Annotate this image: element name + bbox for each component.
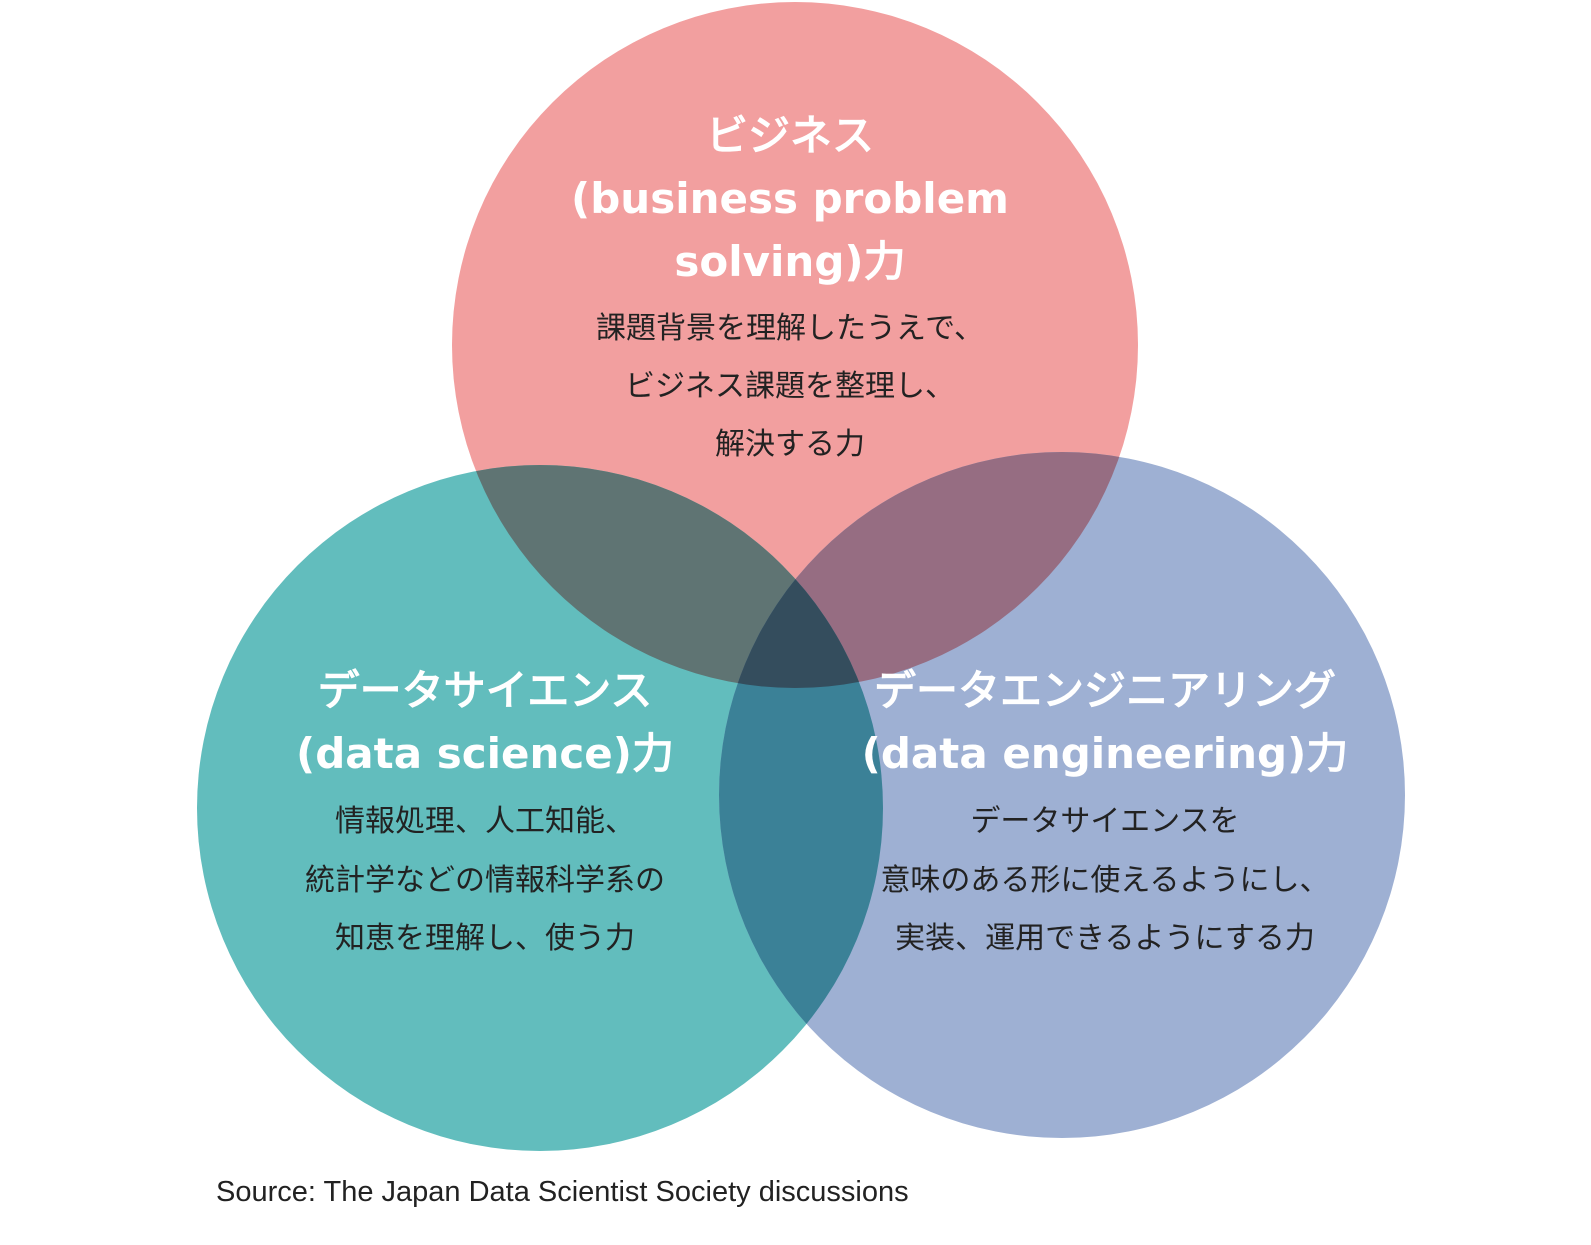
overlap-business-engineering [719,452,1138,688]
business-description-line: 課題背景を理解したうえで、 [596,311,984,346]
overlap-business-science [452,465,883,688]
data-science-title-line: データサイエンス [318,666,653,715]
data-engineering-description-line: 実装、運用できるようにする力 [895,921,1315,956]
business-description-line: ビジネス課題を整理し、 [625,369,955,404]
data-engineering-title-line: (data engineering)力 [862,729,1349,778]
business-title-line: solving)力 [674,237,905,286]
business-description-line: 解決する力 [715,427,865,462]
data-science-description-line: 統計学などの情報科学系の [305,863,665,898]
data-engineering-description-line: 意味のある形に使えるようにし、 [880,863,1329,898]
business-title-line: (business problem [571,174,1009,223]
data-science-description-line: 知恵を理解し、使う力 [335,921,635,956]
business-label: ビジネス (business problem solving)力 課題背景を理解… [571,111,1009,462]
data-science-label: データサイエンス (data science)力 情報処理、人工知能、 統計学な… [296,666,674,956]
data-engineering-title-line: データエンジニアリング [874,666,1336,715]
data-engineering-label: データエンジニアリング (data engineering)力 データサイエンス… [862,666,1349,956]
data-science-title-line: (data science)力 [296,729,674,778]
data-science-description-line: 情報処理、人工知能、 [335,804,635,839]
source-caption: Source: The Japan Data Scientist Society… [216,1176,909,1208]
business-title-line: ビジネス [706,111,874,160]
data-engineering-description-line: データサイエンスを [970,804,1239,839]
